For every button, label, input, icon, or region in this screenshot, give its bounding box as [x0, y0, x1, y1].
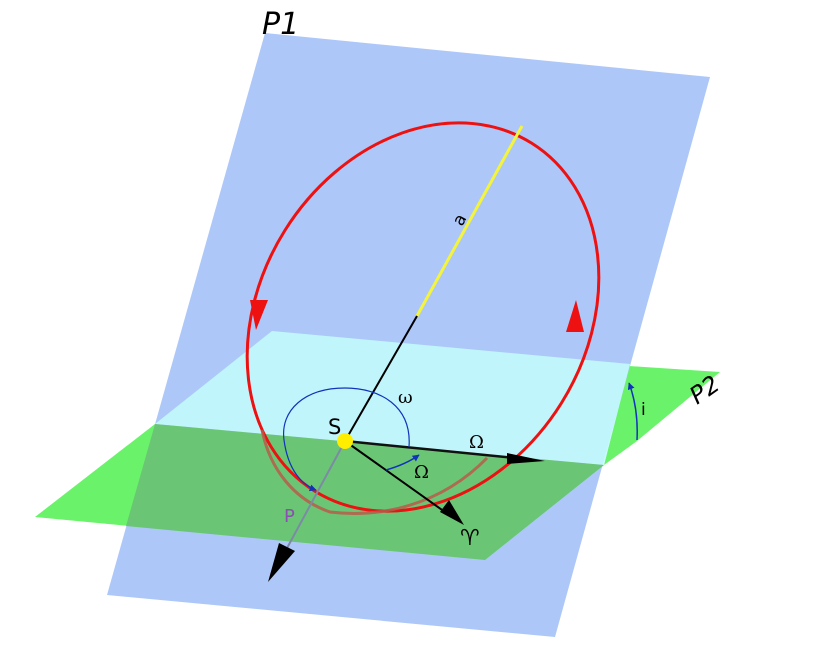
reference-plane-green-right	[604, 366, 720, 465]
ascending-node-label: Ω	[469, 432, 484, 453]
periapsis-label: P	[284, 506, 295, 527]
line-of-nodes	[344, 439, 516, 460]
argument-of-periapsis-arc	[283, 387, 410, 492]
longitude-of-node-arc	[385, 454, 420, 471]
inclination-arc	[627, 382, 638, 441]
reference-plane-light	[155, 331, 630, 465]
focus-point	[337, 433, 353, 449]
periapsis-arrowhead	[268, 543, 295, 582]
semi-major-axis-line-yellow	[415, 125, 524, 317]
vernal-equinox-arrowhead	[440, 500, 464, 525]
longitude-of-node-label: Ω	[414, 462, 429, 483]
orbit-hidden-segment	[260, 429, 489, 515]
vernal-equinox-line	[344, 440, 453, 518]
reference-plane-overlap	[126, 424, 604, 560]
focus-label: S	[328, 415, 341, 439]
periapsis-line	[285, 440, 346, 551]
orbit-arrow-left	[250, 300, 268, 330]
ascending-node-arrowhead	[507, 453, 545, 464]
argument-of-periapsis-label: ω	[398, 387, 413, 408]
focus-to-axis-line	[344, 315, 418, 442]
inclination-label: i	[641, 400, 646, 420]
orbit-arrow-right	[566, 300, 584, 332]
vernal-equinox-label: ♈	[460, 526, 480, 551]
plane-p1-label: P1	[262, 7, 299, 42]
